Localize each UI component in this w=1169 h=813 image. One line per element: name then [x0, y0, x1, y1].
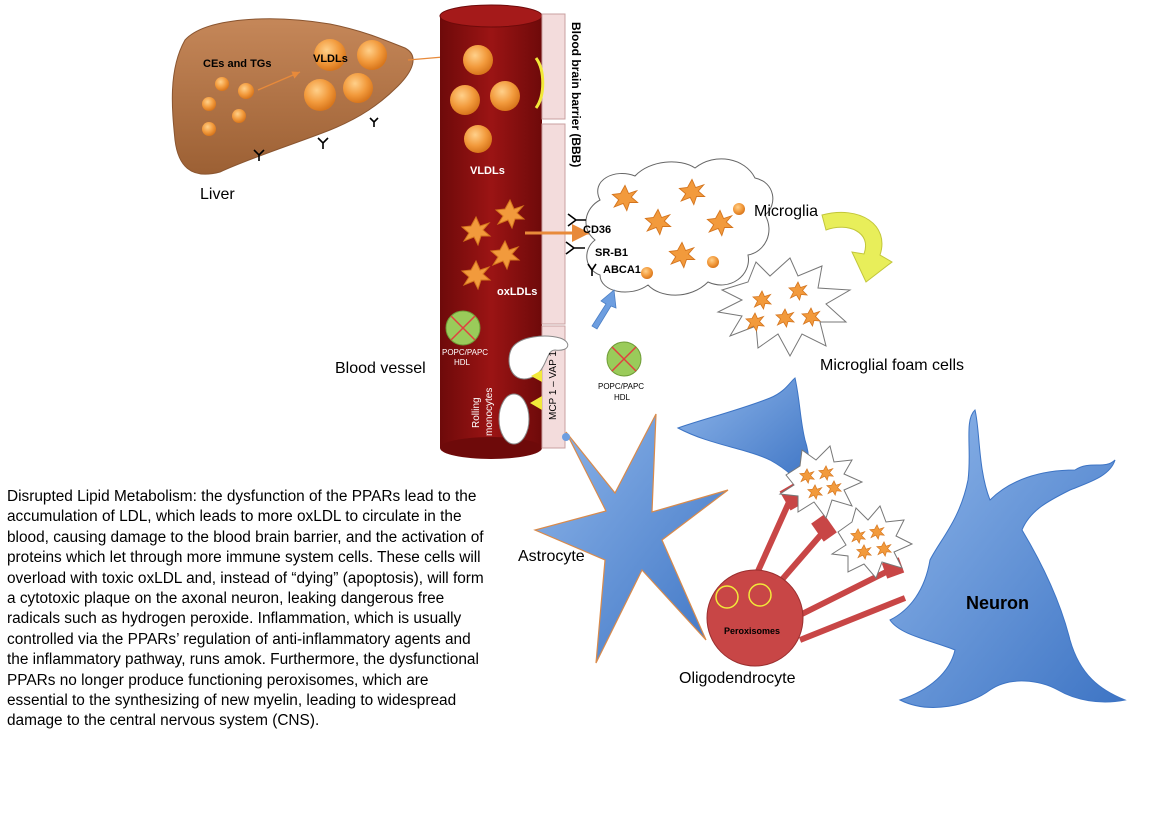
tight-junction: [534, 57, 545, 109]
hdl-inside-label-1: POPC/PAPC: [442, 348, 488, 357]
cd36-label: CD36: [583, 224, 611, 236]
hdl-outside-icon: [606, 341, 642, 377]
description-text: Disrupted Lipid Metabolism: the dysfunct…: [7, 488, 484, 730]
peroxisome-icon: [715, 585, 739, 609]
microglial-foam-cell: [716, 257, 852, 358]
peroxisomes-label: Peroxisomes: [724, 626, 780, 636]
astrocyte-label: Astrocyte: [518, 548, 585, 565]
ces-tgs-label: CEs and TGs: [203, 58, 271, 70]
plaque-foam-cell: [778, 445, 864, 520]
receptor-icon: [253, 117, 379, 161]
rolling-monocytes-label-2: monocytes: [484, 388, 495, 436]
bbb-panel-middle: [541, 123, 566, 325]
srb1-label: SR-B1: [595, 247, 628, 259]
neuron: [889, 409, 1127, 708]
microglial-foam-cells-label: Microglial foam cells: [820, 357, 964, 374]
hdl-outside-label-2: HDL: [614, 393, 631, 402]
bbb-label: Blood brain barrier (BBB): [569, 22, 583, 167]
mcp-vap-label: MCP 1 – VAP 1: [548, 351, 559, 420]
neuron-label: Neuron: [966, 593, 1029, 613]
bbb-panel-top: [541, 13, 566, 120]
microglia-label: Microglia: [754, 203, 818, 220]
blood-vessel-label: Blood vessel: [335, 360, 426, 377]
hdl-inside-label-2: HDL: [454, 358, 471, 367]
astrocyte-process: [676, 377, 810, 492]
astrocyte: [533, 413, 729, 664]
receptor-icon: [565, 213, 597, 276]
liver: [171, 18, 456, 175]
vldl-particles: [450, 45, 520, 153]
oxldls-label: oxLDLs: [497, 286, 537, 298]
migration-arrow: [591, 289, 617, 330]
rolling-monocytes-label-1: Rolling: [471, 397, 482, 428]
oligodendrocyte-label: Oligodendrocyte: [679, 670, 796, 687]
plaque-foam-cell: [830, 505, 914, 579]
hdl-inside-icon: [445, 310, 481, 346]
liver-label: Liver: [200, 186, 235, 203]
vldls-vessel-label: VLDLs: [470, 165, 505, 177]
oligodendrocyte-body: [706, 569, 804, 667]
vldls-liver-label: VLDLs: [313, 53, 348, 65]
rolling-monocyte-top: [508, 335, 569, 380]
transformation-arrow: [821, 211, 893, 283]
abca1-label: ABCA1: [603, 264, 641, 276]
rolling-monocyte-bottom: [498, 393, 530, 445]
adhesion-marker: [531, 370, 542, 382]
hdl-outside-label-1: POPC/PAPC: [598, 382, 644, 391]
peroxisome-icon: [748, 583, 772, 607]
adhesion-marker: [530, 396, 542, 410]
